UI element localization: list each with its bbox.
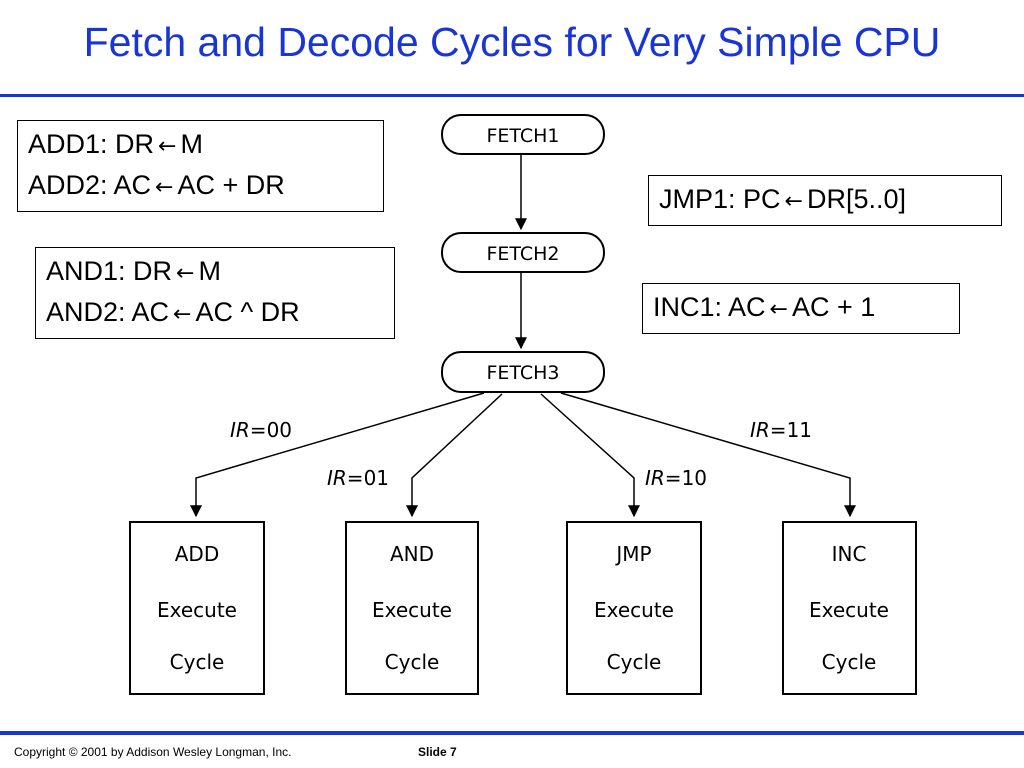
inc-execute-line2: Execute <box>809 598 889 622</box>
fetch3-label: FETCH3 <box>486 362 559 384</box>
and2-rhs: AC ^ DR <box>195 297 300 327</box>
branch-00-label: IR=00 <box>230 418 292 442</box>
and1-lhs: AND1: DR <box>46 256 173 286</box>
branch-10-label: IR=10 <box>645 466 707 490</box>
fetch2-state <box>441 232 605 273</box>
add-execute-line2: Execute <box>157 598 237 622</box>
add1-line: ADD1: DR←M <box>28 125 373 166</box>
inc-execute-box <box>782 521 917 695</box>
branch-11-label: IR=11 <box>750 418 812 442</box>
assign-arrow-icon: ← <box>769 297 788 322</box>
add-rtl-box: ADD1: DR←M ADD2: AC←AC + DR <box>17 120 384 212</box>
fetch2-label: FETCH2 <box>486 243 559 265</box>
and-rtl-box: AND1: DR←M AND2: AC←AC ^ DR <box>35 247 395 339</box>
jmp1-lhs: JMP1: PC <box>659 184 781 214</box>
jmp-execute-op: JMP <box>614 542 651 566</box>
inc-execute-op: INC <box>832 542 867 566</box>
jmp-execute-line3: Cycle <box>607 650 662 674</box>
title-divider <box>0 94 1024 97</box>
and1-rhs: M <box>198 256 221 286</box>
inc1-line: INC1: AC←AC + 1 <box>653 288 949 329</box>
jmp-execute-line2: Execute <box>594 598 674 622</box>
slide-number: Slide 7 <box>418 745 457 759</box>
jmp-rtl-box: JMP1: PC←DR[5..0] <box>648 175 1002 226</box>
add-execute-box <box>129 521 265 695</box>
jmp1-line: JMP1: PC←DR[5..0] <box>659 180 991 221</box>
add2-line: ADD2: AC←AC + DR <box>28 166 373 207</box>
jmp-execute-box <box>566 521 702 695</box>
fetch1-label: FETCH1 <box>486 125 559 147</box>
add-execute-op: ADD <box>175 542 219 566</box>
inc-rtl-box: INC1: AC←AC + 1 <box>642 283 960 334</box>
branch-00-arrow <box>190 392 485 518</box>
footer-copyright: Copyright © 2001 by Addison Wesley Longm… <box>14 745 292 759</box>
footer-divider <box>0 731 1024 735</box>
branch-01-arrow <box>406 393 503 518</box>
add2-lhs: ADD2: AC <box>28 170 152 200</box>
branch-10-arrow <box>540 393 640 518</box>
assign-arrow-icon: ← <box>784 189 803 214</box>
add1-lhs: ADD1: DR <box>28 129 155 159</box>
inc1-lhs: INC1: AC <box>653 292 766 322</box>
add-execute-line3: Cycle <box>170 650 225 674</box>
assign-arrow-icon: ← <box>155 175 174 200</box>
and-execute-op: AND <box>390 542 434 566</box>
fetch3-state <box>441 351 605 393</box>
and2-lhs: AND2: AC <box>46 297 170 327</box>
and-execute-line3: Cycle <box>385 650 440 674</box>
and1-line: AND1: DR←M <box>46 252 384 293</box>
and2-line: AND2: AC←AC ^ DR <box>46 293 384 334</box>
slide-title: Fetch and Decode Cycles for Very Simple … <box>83 19 941 65</box>
add2-rhs: AC + DR <box>177 170 285 200</box>
assign-arrow-icon: ← <box>176 261 195 286</box>
inc1-rhs: AC + 1 <box>791 292 876 322</box>
fetch1-state <box>441 114 605 155</box>
jmp1-rhs: DR[5..0] <box>806 184 907 214</box>
assign-arrow-icon: ← <box>158 134 177 159</box>
branch-01-label: IR=01 <box>327 466 389 490</box>
add1-rhs: M <box>180 129 203 159</box>
inc-execute-line3: Cycle <box>822 650 877 674</box>
branch-11-arrow <box>560 392 856 518</box>
and-execute-box <box>345 521 479 695</box>
assign-arrow-icon: ← <box>173 302 192 327</box>
and-execute-line2: Execute <box>372 598 452 622</box>
